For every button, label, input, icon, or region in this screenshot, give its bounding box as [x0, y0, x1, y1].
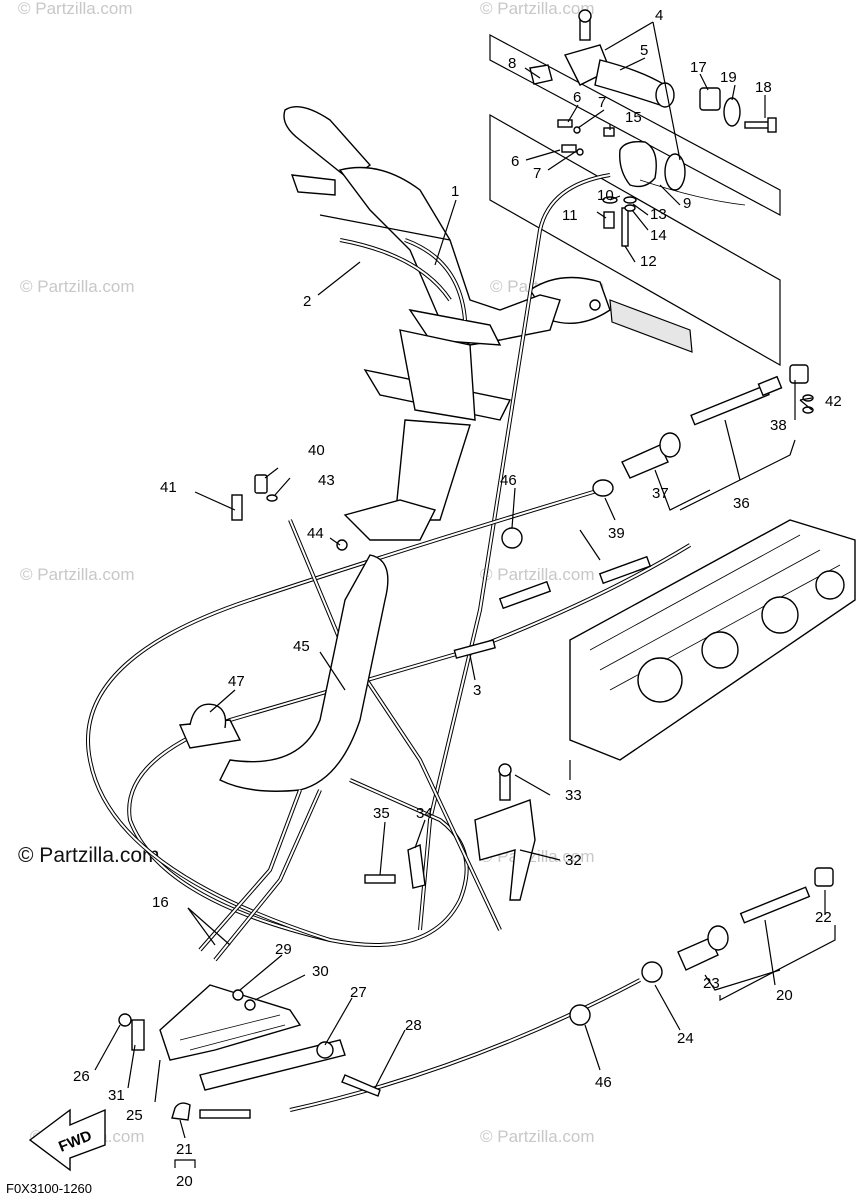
fwd-arrow: FWD [28, 1108, 106, 1172]
callout-39: 39 [608, 525, 625, 542]
callout-30: 30 [312, 963, 329, 980]
callout-42: 42 [825, 393, 842, 410]
watermark: © Partzilla.com [480, 0, 595, 18]
watermark: © Partzilla.com [20, 565, 135, 584]
callout-40: 40 [308, 442, 325, 459]
callout-33: 33 [565, 787, 582, 804]
callout-28: 28 [405, 1017, 422, 1034]
callout-labels: 1 2 3 4 5 6 6 7 7 8 9 10 11 12 13 14 15 … [73, 7, 842, 1190]
callout-5: 5 [640, 42, 648, 59]
clamp-47 [178, 703, 242, 749]
callout-36: 36 [733, 495, 750, 512]
callout-3: 3 [473, 682, 481, 699]
callout-25: 25 [126, 1107, 143, 1124]
callout-8: 8 [508, 55, 516, 72]
callout-6b: 6 [511, 153, 519, 170]
adjuster-lower [569, 867, 834, 1026]
bracket-32 [364, 763, 536, 901]
callout-12: 12 [640, 253, 657, 270]
diagram-code: F0X3100-1260 [6, 1181, 92, 1196]
callout-4: 4 [655, 7, 663, 24]
callout-44: 44 [307, 525, 324, 542]
callout-6: 6 [573, 89, 581, 106]
callout-17: 17 [690, 59, 707, 76]
callout-23: 23 [703, 975, 720, 992]
callout-16: 16 [152, 894, 169, 911]
leader-lines [94, 21, 836, 1168]
watermark: © Partzilla.com [18, 0, 133, 18]
callout-35: 35 [373, 805, 390, 822]
watermark: © Partzilla.com [20, 277, 135, 296]
callout-26: 26 [73, 1068, 90, 1085]
watermark-main: © Partzilla.com [18, 844, 160, 867]
watermark: © Partzilla.com [480, 565, 595, 584]
callout-7b: 7 [533, 165, 541, 182]
callout-19: 19 [720, 69, 737, 86]
callout-46: 46 [500, 472, 517, 489]
callout-14: 14 [650, 227, 667, 244]
callout-41: 41 [160, 479, 177, 496]
callout-34: 34 [416, 805, 433, 822]
callout-7: 7 [598, 94, 606, 111]
callout-18: 18 [755, 79, 772, 96]
callout-20b: 20 [176, 1173, 193, 1190]
callout-45: 45 [293, 638, 310, 655]
adjuster-upper [501, 364, 814, 549]
steering-column [283, 106, 561, 541]
callout-27: 27 [350, 984, 367, 1001]
callout-31: 31 [108, 1087, 125, 1104]
cables [86, 173, 692, 1112]
callout-2: 2 [303, 293, 311, 310]
callout-29: 29 [275, 941, 292, 958]
callout-24: 24 [677, 1030, 694, 1047]
callout-20: 20 [776, 987, 793, 1004]
callout-1: 1 [451, 183, 459, 200]
callout-11: 11 [562, 207, 578, 224]
grip-assembly-panel [489, 9, 781, 367]
callout-43: 43 [318, 472, 335, 489]
callout-38: 38 [770, 417, 787, 434]
callout-10: 10 [597, 187, 614, 204]
callout-32: 32 [565, 852, 582, 869]
callout-37: 37 [652, 485, 669, 502]
callout-21: 21 [176, 1141, 193, 1158]
callout-22: 22 [815, 909, 832, 926]
linkage-lower [118, 984, 381, 1121]
callout-46b: 46 [595, 1074, 612, 1091]
callout-13: 13 [650, 206, 667, 223]
callout-15: 15 [625, 109, 642, 126]
fittings-left [231, 474, 348, 551]
engine-block [569, 519, 856, 780]
watermark: © Partzilla.com [480, 1127, 595, 1146]
callout-9: 9 [683, 195, 691, 212]
callout-47: 47 [228, 673, 245, 690]
